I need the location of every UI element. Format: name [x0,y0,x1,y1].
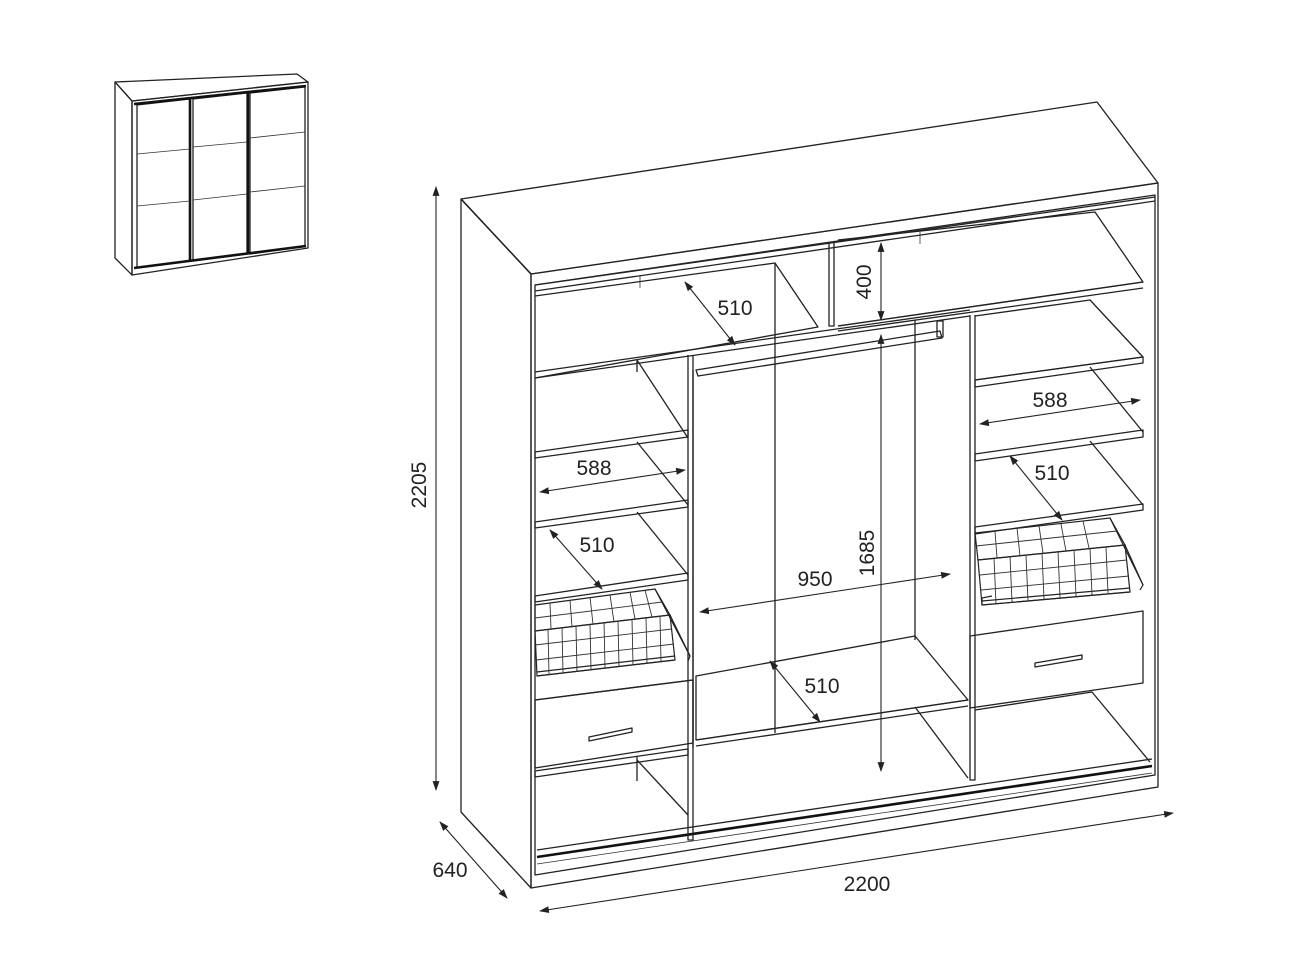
wardrobe-carcass [460,101,1159,889]
left-shelf-width-dimension-line [539,467,686,495]
left-shelf-3 [534,572,689,603]
dimension-labels: 2205 2200 640 510 400 588 510 588 510 95… [408,264,1070,896]
right-shelf-2 [974,429,1144,462]
right-shelf-1 [974,356,1144,388]
carcass-front-frame [530,182,1159,889]
left-shelf-depth-dimension-line [549,529,603,590]
left-drawer [534,679,694,769]
hanging-section [692,320,969,779]
right-shelf-width-dimension-line [979,397,1141,427]
left-shelf-width-label: 588 [576,457,611,480]
left-shelf-bottom [534,748,689,778]
hanging-height-label: 1685 [856,530,879,577]
carcass-left-side [460,198,532,889]
left-shelf-column [534,355,694,841]
top-compartment [534,211,1144,379]
left-shelf-1 [534,429,689,459]
hanging-width-dimension-line [699,571,951,615]
right-drawer [969,610,1144,709]
left-shelf-depth-label: 510 [579,534,614,557]
depth-dimension-line [439,821,508,899]
hanging-width-label: 950 [797,568,832,591]
right-wire-basket [974,517,1144,606]
carcass-top [460,101,1159,275]
left-drawer-handle [588,727,633,742]
thumbnail-door-middle [192,92,248,262]
right-shelf-3 [974,503,1144,535]
top-depth-dimension-line [684,281,736,346]
rail-bracket [936,320,944,338]
carcass-inner-opening [534,194,1156,876]
left-shelf-2 [534,499,689,529]
right-shelf-column [969,299,1151,781]
hanging-rail [695,330,943,377]
closed-wardrobe-thumbnail [114,73,309,276]
right-shelf-depth-dimension-line [1009,455,1063,521]
thumbnail-door-left [136,98,191,269]
depth-label: 640 [432,859,467,882]
top-depth-label: 510 [717,297,752,320]
right-drawer-handle [1034,654,1083,668]
bottom-shelf-depth-label: 510 [804,675,839,698]
dimension-lines [432,186,1174,914]
top-height-label: 400 [853,264,876,299]
right-shelf-width-label: 588 [1032,389,1067,412]
width-dimension-line [539,810,1174,914]
height-label: 2205 [408,462,431,509]
thumbnail-door-right [249,86,306,255]
bottom-shelf-depth-dimension-line [769,660,821,723]
right-shelf-depth-label: 510 [1034,462,1069,485]
width-label: 2200 [844,873,891,896]
left-wire-basket [534,588,691,677]
